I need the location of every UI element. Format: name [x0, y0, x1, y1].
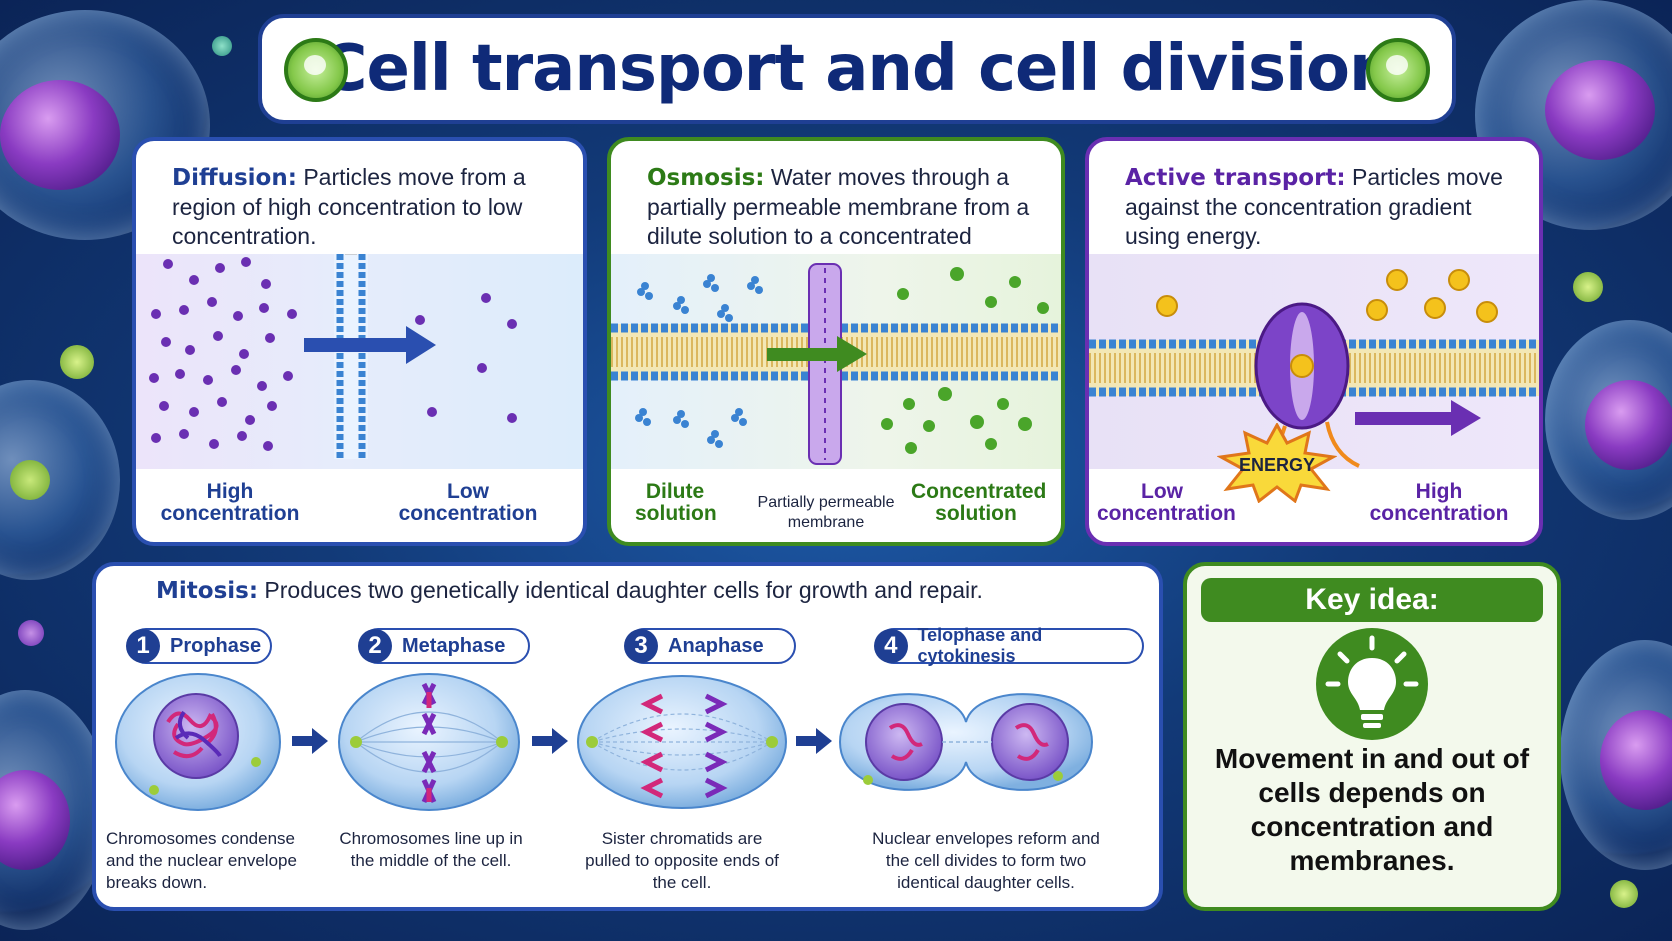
- diffusion-panel: Diffusion: Particles move from a region …: [132, 137, 587, 546]
- active-term: Active transport:: [1125, 165, 1346, 191]
- step-prophase: 1 Prophase: [126, 628, 272, 664]
- diffusion-term: Diffusion:: [172, 165, 297, 191]
- prophase-cell: [115, 673, 281, 811]
- anaphase-cell: [577, 675, 787, 809]
- active-diagram: [1089, 254, 1539, 469]
- osmosis-panel: Osmosis: Water moves through a partially…: [607, 137, 1065, 546]
- bg-particle: [1610, 880, 1638, 908]
- active-label-low: Low concentration: [1097, 480, 1236, 525]
- protein-channel: [808, 263, 842, 465]
- active-description: Active transport: Particles move against…: [1125, 163, 1509, 251]
- mitosis-term: Mitosis:: [156, 578, 259, 604]
- low-particles: [1156, 295, 1178, 317]
- bg-particle: [18, 620, 44, 646]
- arrow-right-icon: [292, 728, 328, 754]
- page-title: Cell transport and cell division: [320, 32, 1394, 106]
- cell-icon: [1366, 38, 1430, 102]
- step-metaphase: 2 Metaphase: [358, 628, 530, 664]
- diffusion-label-low: Low concentration: [398, 480, 538, 525]
- energy-burst-icon: [1217, 423, 1337, 503]
- step-name: Anaphase: [668, 634, 764, 657]
- metaphase-cell: [338, 673, 520, 811]
- high-particles: [149, 257, 297, 451]
- diffusion-diagram: [136, 253, 583, 469]
- osmosis-diagram: [611, 254, 1061, 469]
- lightbulb-icon: [1316, 628, 1428, 740]
- bg-particle: [60, 345, 94, 379]
- step-name: Prophase: [170, 634, 262, 657]
- osmosis-label-membrane: Partially permeable membrane: [757, 494, 895, 531]
- water-molecules: [635, 274, 763, 448]
- energy-arrow: [1325, 421, 1360, 468]
- key-idea-text: Movement in and out of cells depends on …: [1214, 743, 1530, 876]
- step-number: 1: [126, 629, 160, 663]
- step-name: Metaphase: [402, 634, 506, 657]
- bg-cell: [1560, 640, 1672, 870]
- osmosis-svg: [611, 263, 1061, 465]
- step-caption: Chromosomes condense and the nuclear env…: [106, 829, 297, 892]
- osmosis-label-concentrated: Concentrated solution: [911, 480, 1047, 525]
- solute-particles: [881, 267, 1049, 454]
- arrow-right-icon: [304, 326, 436, 364]
- bg-particle: [1573, 272, 1603, 302]
- diffusion-svg: [149, 253, 517, 459]
- diffusion-label-high: High concentration: [160, 480, 300, 525]
- arrow-right-icon: [532, 728, 568, 754]
- active-transport-panel: Active transport: Particles move against…: [1085, 137, 1543, 546]
- diffusion-definition: Particles move from a region of high con…: [172, 164, 526, 249]
- osmosis-term: Osmosis:: [647, 165, 765, 191]
- arrow-right-icon: [1355, 400, 1481, 436]
- carrier-protein: [1254, 302, 1350, 430]
- title-banner: Cell transport and cell division: [258, 14, 1456, 124]
- step-number: 4: [874, 629, 908, 663]
- step-telophase: 4 Telophase and cytokinesis: [874, 625, 1144, 666]
- bg-particle: [212, 36, 232, 56]
- active-definition: Particles move against the concentration…: [1125, 164, 1503, 249]
- osmosis-label-dilute: Dilute solution: [635, 480, 717, 525]
- arrow-right-icon: [767, 336, 867, 372]
- active-svg: [1089, 269, 1539, 468]
- step-number: 3: [624, 629, 658, 663]
- bg-cell: [1545, 320, 1672, 520]
- step-caption: Chromosomes line up in the middle of the…: [339, 829, 523, 870]
- energy-label: ENERGY: [1238, 455, 1316, 475]
- step-caption: Sister chromatids are pulled to opposite…: [585, 829, 779, 892]
- step-anaphase: 3 Anaphase: [624, 628, 796, 664]
- arrow-right-icon: [796, 728, 832, 754]
- cell-icon: [284, 38, 348, 102]
- low-particles: [415, 293, 517, 423]
- high-particles: [1366, 269, 1498, 323]
- step-number: 2: [358, 629, 392, 663]
- telophase-cell: [838, 693, 1094, 791]
- mitosis-diagram: [115, 673, 1094, 811]
- key-idea-heading: Key idea:: [1201, 578, 1543, 622]
- step-caption: Nuclear envelopes reform and the cell di…: [872, 829, 1100, 892]
- active-label-high: High concentration: [1369, 480, 1509, 525]
- mitosis-description: Mitosis: Produces two genetically identi…: [156, 576, 1129, 606]
- bg-cell: [0, 380, 120, 580]
- step-name: Telophase and cytokinesis: [917, 625, 1043, 666]
- diffusion-description: Diffusion: Particles move from a region …: [172, 163, 553, 251]
- membrane: [334, 253, 368, 459]
- key-idea-panel: Key idea: Movement in and out of cells d…: [1183, 562, 1561, 911]
- mitosis-definition: Produces two genetically identical daugh…: [264, 577, 983, 603]
- mitosis-panel: Mitosis: Produces two genetically identi…: [92, 562, 1163, 911]
- bg-cell: [0, 10, 210, 240]
